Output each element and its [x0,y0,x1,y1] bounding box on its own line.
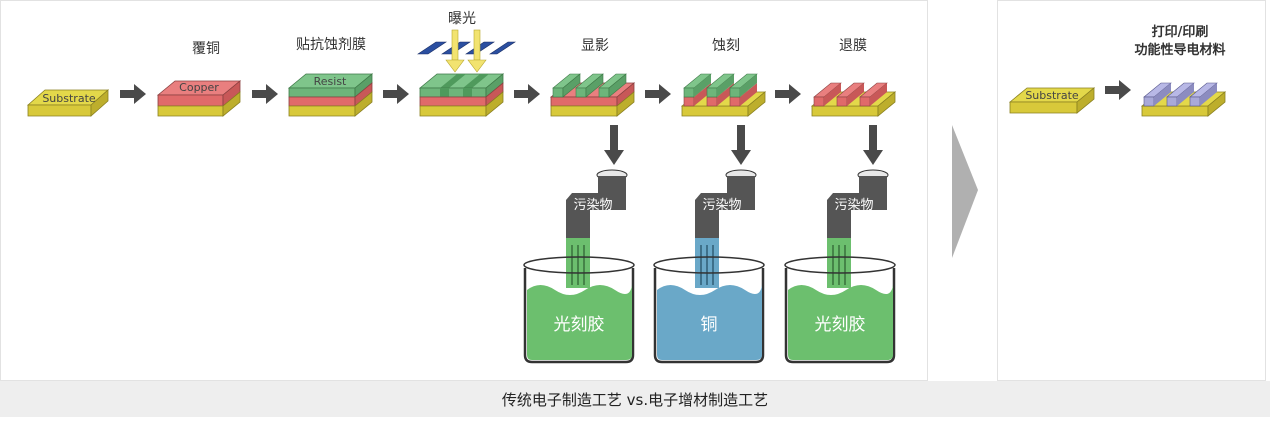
process-arrow-6 [775,84,801,104]
down-arrow-2 [731,125,751,165]
caption-text: 传统电子制造工艺 vs.电子增材制造工艺 [502,391,768,409]
step-title-resist: 贴抗蚀剂膜 [296,37,366,53]
step-title-copper: 覆铜 [192,41,220,57]
pipe-label-2: 污染物 [702,198,741,213]
right-process-arrow [1105,80,1131,100]
step-exposure [418,73,505,117]
beaker-1: 光刻胶 [523,256,635,364]
step-title-strip: 退膜 [839,38,867,54]
step-resist: Resist [287,73,374,117]
beaker-3: 光刻胶 [784,256,896,364]
pipe-label-3: 污染物 [834,198,873,213]
right-substrate: Substrate [1008,87,1096,114]
down-arrow-3 [863,125,883,165]
right-title-line-2: 功能性导电材料 [1134,42,1225,58]
right-substrate-label: Substrate [1025,89,1079,102]
right-panel-frame [997,0,1266,381]
right-title-line-1: 打印/印刷 [1152,24,1209,40]
beaker-2: 铜 [653,256,765,364]
left-panel-frame [0,0,928,381]
beaker-label-2: 铜 [701,315,718,335]
step-etch [680,73,767,117]
step-title-exposure: 曝光 [448,11,476,27]
step-develop [549,73,636,117]
down-arrow-1 [604,125,624,165]
step-strip [810,82,897,117]
process-arrow-2 [252,84,278,104]
copper-label: Copper [179,81,219,94]
waste-pipe-2: 污染物 [695,169,757,288]
step-title-etch: 蚀刻 [712,38,740,54]
process-arrow-5 [645,84,671,104]
beaker-label-1: 光刻胶 [554,315,605,335]
light-arrows-icon [445,29,487,73]
beaker-label-3: 光刻胶 [815,315,866,335]
pipe-label-1: 污染物 [573,198,612,213]
process-arrow-1 [120,84,146,104]
substrate-label: Substrate [42,92,96,105]
resist-label: Resist [314,75,347,88]
step-substrate: Substrate [26,89,110,117]
step-copper: Copper [156,80,242,117]
waste-pipe-1: 污染物 [566,169,628,288]
process-arrow-4 [514,84,540,104]
process-arrow-3 [383,84,409,104]
comparison-chevron-icon [952,125,978,258]
waste-pipe-3: 污染物 [827,169,889,288]
caption-bar [0,381,1270,417]
step-title-develop: 显影 [581,38,609,54]
right-printed-result [1140,82,1227,117]
